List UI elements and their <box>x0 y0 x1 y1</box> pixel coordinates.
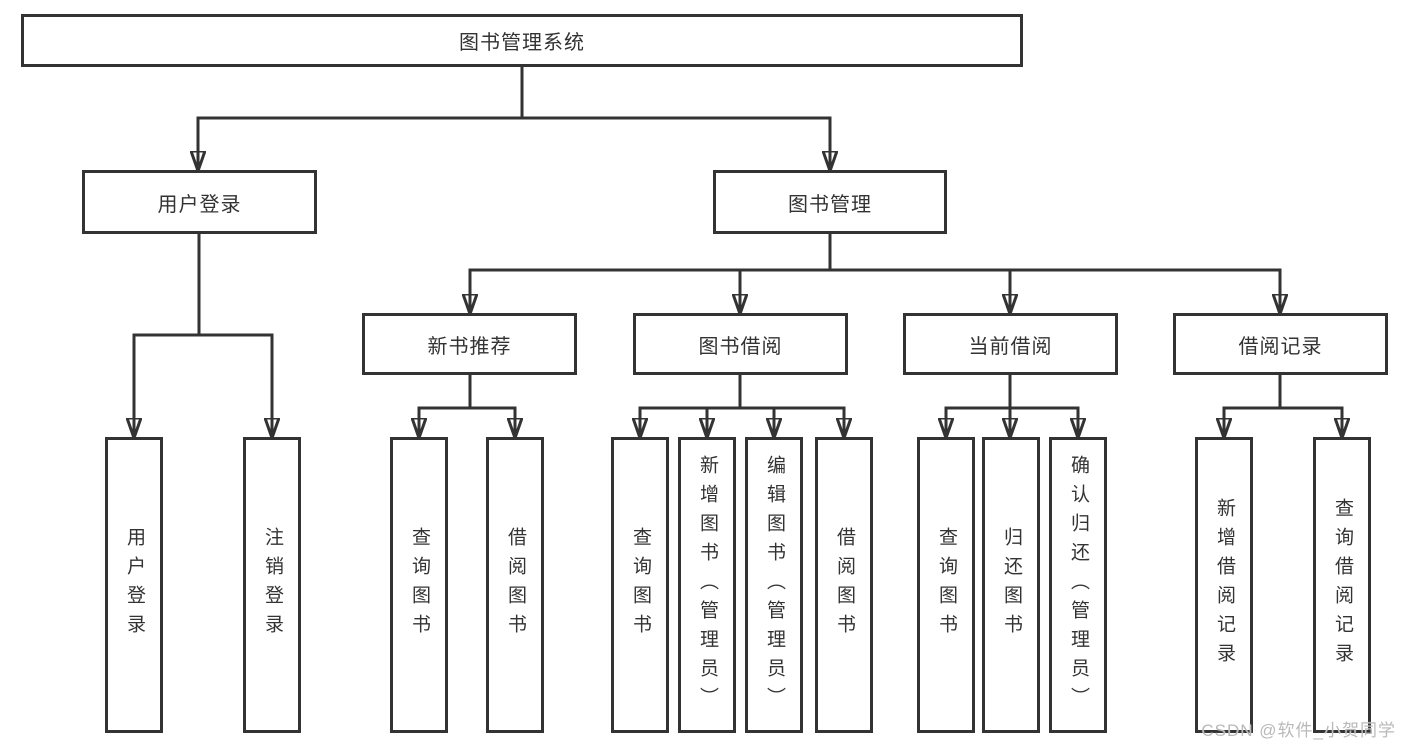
leaf-query-borrow-record: 查询借阅记录 <box>1313 437 1371 733</box>
connector-new-book-recommend-children <box>419 373 515 439</box>
node-book-borrow: 图书借阅 <box>633 313 848 375</box>
node-book-management: 图书管理 <box>713 170 947 234</box>
node-borrow-records: 借阅记录 <box>1173 313 1388 375</box>
connector-user-login-children <box>134 231 272 439</box>
leaf-return-books: 归还图书 <box>982 437 1040 733</box>
leaf-query-books-1: 查询图书 <box>390 437 448 733</box>
leaf-user-login: 用户登录 <box>105 437 163 733</box>
leaf-add-borrow-record: 新增借阅记录 <box>1195 437 1253 733</box>
connector-book-management-children <box>470 231 1280 315</box>
connector-root-to-level2 <box>198 65 830 172</box>
leaf-query-books-3: 查询图书 <box>917 437 975 733</box>
leaf-query-books-2: 查询图书 <box>611 437 669 733</box>
connector-current-borrow-children <box>946 373 1078 439</box>
leaf-logout: 注销登录 <box>243 437 301 733</box>
connector-borrow-records-children <box>1224 373 1342 439</box>
csdn-watermark: CSDN @软件_小贺同学 <box>1201 721 1396 740</box>
leaf-borrow-books-2: 借阅图书 <box>815 437 873 733</box>
node-current-borrow: 当前借阅 <box>903 313 1118 375</box>
node-new-book-recommend: 新书推荐 <box>362 313 577 375</box>
connector-book-borrow-children <box>640 373 844 439</box>
node-root-library-system: 图书管理系统 <box>21 14 1023 67</box>
leaf-borrow-books-1: 借阅图书 <box>486 437 544 733</box>
node-user-login: 用户登录 <box>82 170 317 234</box>
leaf-add-books-admin: 新增图书（管理员） <box>678 437 736 733</box>
leaf-edit-books-admin: 编辑图书（管理员） <box>745 437 803 733</box>
leaf-confirm-return-admin: 确认归还（管理员） <box>1049 437 1107 733</box>
